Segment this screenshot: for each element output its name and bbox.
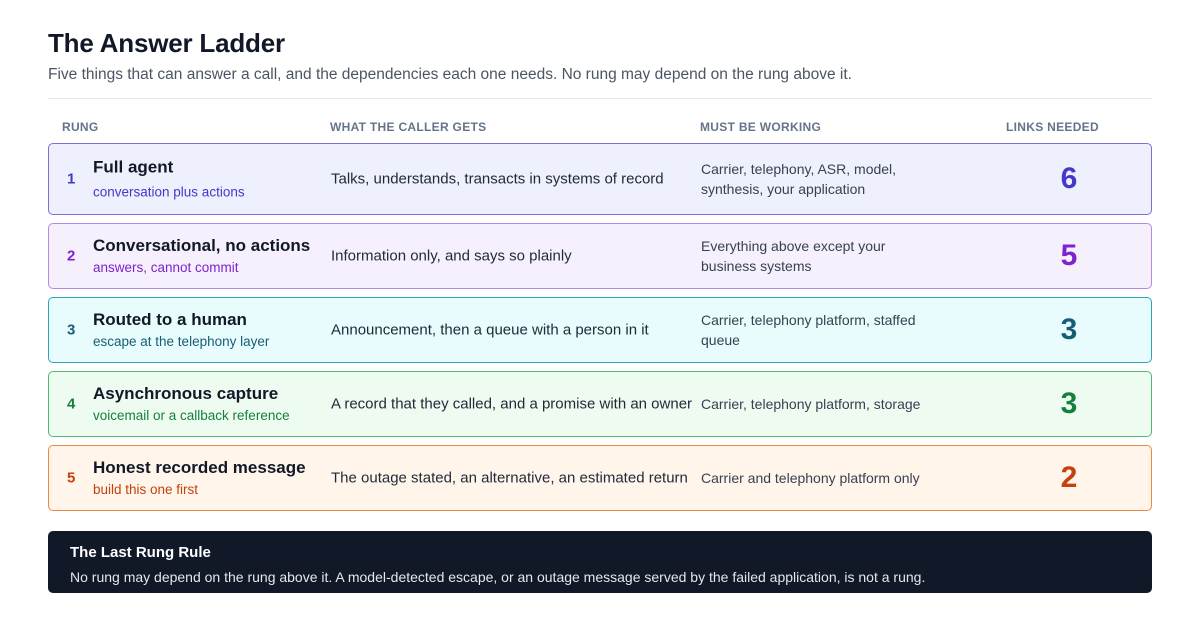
rung-name: Routed to a human — [93, 310, 247, 329]
links-needed-value: 3 — [1060, 313, 1078, 346]
links-needed-value: 3 — [1060, 387, 1078, 420]
must-be-working-cell: Carrier, telephony, ASR, model, synthesi… — [701, 161, 897, 197]
ladder-row-3: 3 Routed to a human escape at the teleph… — [48, 297, 1152, 363]
links-needed-value: 6 — [1060, 162, 1078, 195]
rung-tagline: build this one first — [93, 482, 199, 497]
page-subtitle: Five things that can answer a call, and … — [48, 66, 852, 83]
last-rung-rule-callout: The Last Rung Rule No rung may depend on… — [48, 531, 1152, 593]
must-be-working-cell: Carrier, telephony platform, staffed que… — [701, 312, 916, 348]
must-be-working-cell: Everything above except your business sy… — [701, 238, 886, 274]
column-header-rung: RUNG — [62, 120, 99, 134]
must-be-working-cell: Carrier, telephony platform, storage — [701, 396, 921, 412]
rung-tagline: voicemail or a callback reference — [93, 408, 290, 423]
rung-name-block: Routed to a human escape at the telephon… — [93, 309, 269, 351]
caller-gets-cell: Information only, and says so plainly — [331, 247, 572, 265]
rung-name-block: Honest recorded message build this one f… — [93, 457, 306, 499]
column-header-links-needed: LINKS NEEDED — [1006, 120, 1099, 134]
caller-gets-cell: A record that they called, and a promise… — [331, 395, 693, 413]
rung-number: 2 — [67, 247, 76, 265]
rung-number: 3 — [67, 321, 76, 339]
table-header: RUNG WHAT THE CALLER GETS MUST BE WORKIN… — [48, 99, 1152, 143]
ladder-row-2: 2 Conversational, no actions answers, ca… — [48, 223, 1152, 289]
column-header-must-be-working: MUST BE WORKING — [700, 120, 822, 134]
rung-number: 4 — [67, 395, 76, 413]
rung-number: 1 — [67, 170, 76, 188]
caller-gets-cell: Announcement, then a queue with a person… — [331, 321, 649, 339]
links-needed-value: 5 — [1060, 239, 1078, 272]
caller-gets-cell: The outage stated, an alternative, an es… — [331, 469, 688, 487]
ladder-row-4: 4 Asynchronous capture voicemail or a ca… — [48, 371, 1152, 437]
rung-tagline: escape at the telephony layer — [93, 334, 270, 349]
links-needed-value: 2 — [1060, 461, 1078, 494]
rung-tagline: answers, cannot commit — [93, 260, 239, 275]
rung-name-block: Conversational, no actions answers, cann… — [93, 235, 310, 277]
ladder-rows: 1 Full agent conversation plus actions T… — [48, 143, 1152, 511]
rung-name: Honest recorded message — [93, 458, 306, 477]
rung-number: 5 — [67, 469, 76, 487]
must-be-working-cell: Carrier and telephony platform only — [701, 470, 920, 486]
rule-title: The Last Rung Rule — [70, 544, 211, 561]
page-title: The Answer Ladder — [48, 28, 285, 58]
caller-gets-cell: Talks, understands, transacts in systems… — [331, 170, 664, 188]
rung-tagline: conversation plus actions — [93, 184, 245, 200]
header-divider — [48, 98, 1152, 99]
answer-ladder-page: The Answer Ladder Five things that can a… — [48, 26, 1152, 593]
rung-name: Conversational, no actions — [93, 236, 311, 255]
ladder-row-5: 5 Honest recorded message build this one… — [48, 445, 1152, 511]
rung-name: Full agent — [93, 157, 174, 177]
rule-text: No rung may depend on the rung above it.… — [70, 569, 926, 585]
ladder-row-1: 1 Full agent conversation plus actions T… — [48, 143, 1152, 215]
rung-name-block: Full agent conversation plus actions — [93, 157, 245, 202]
rung-name: Asynchronous capture — [93, 384, 279, 403]
column-header-caller-gets: WHAT THE CALLER GETS — [330, 120, 487, 134]
rung-name-block: Asynchronous capture voicemail or a call… — [93, 383, 290, 425]
